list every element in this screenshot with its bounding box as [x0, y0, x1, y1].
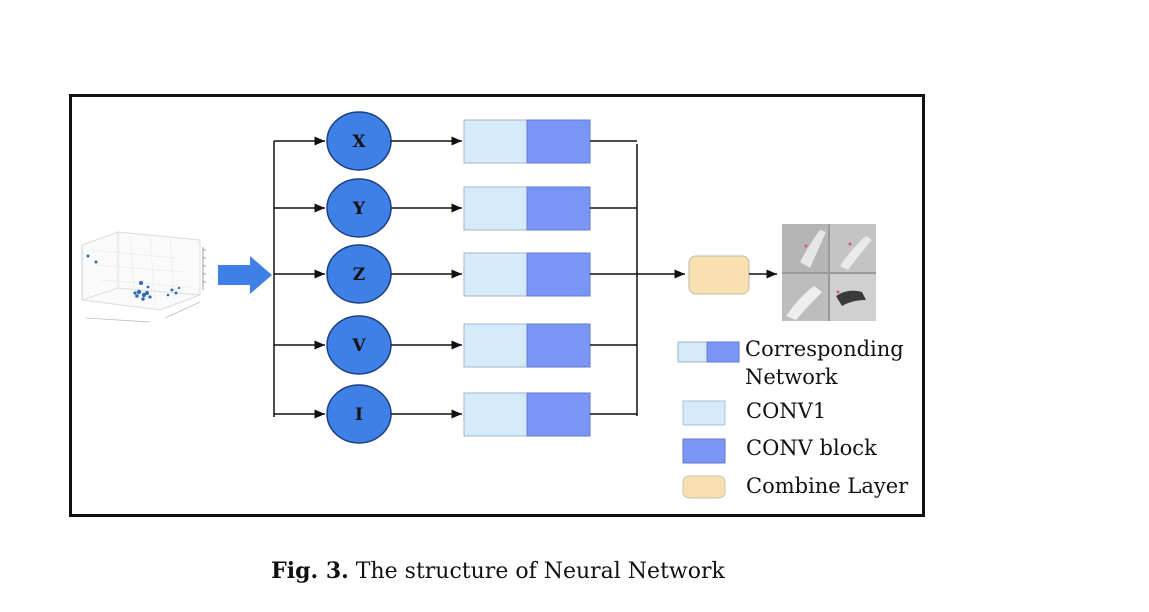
input-row-y: Y [274, 178, 637, 238]
legend-corresponding-network-label: Corresponding Network [745, 337, 904, 389]
conv1-block [463, 392, 528, 437]
legend-combine-layer-label: Combine Layer [746, 474, 909, 498]
input-node-label: I [355, 405, 363, 425]
figure-caption-text: The structure of Neural Network [355, 559, 725, 584]
input-node-label: Y [352, 199, 366, 219]
legend-combine-layer-swatch [682, 475, 726, 499]
legend-conv-block-label: CONV block [746, 436, 877, 460]
conv1-block [463, 119, 528, 164]
input-arrow [218, 256, 272, 294]
input-row-x: X [274, 111, 637, 171]
figure-caption-label: Fig. 3. [271, 558, 349, 584]
3d-scatter-plot-icon [81, 231, 206, 323]
legend-conv1-swatch [682, 400, 726, 426]
combine-layer-block [688, 255, 750, 295]
conv-block [526, 252, 591, 297]
input-row-v: V [274, 315, 637, 375]
conv1-block [463, 323, 528, 368]
conv-block [526, 186, 591, 231]
input-row-i: I [274, 384, 637, 444]
conv-block [526, 392, 591, 437]
conv-block [526, 119, 591, 164]
input-node-label: X [352, 132, 366, 152]
figure-frame [69, 94, 925, 517]
legend-conv-block-swatch [682, 438, 726, 464]
input-node-label: V [351, 336, 366, 356]
legend-conv1-label: CONV1 [746, 399, 827, 423]
hand-gesture-photos-icon [782, 224, 876, 321]
input-node-label: Z [353, 265, 365, 285]
figure-caption: Fig. 3. The structure of Neural Network [0, 558, 996, 584]
conv1-block [463, 252, 528, 297]
conv-block [526, 323, 591, 368]
legend-corresponding-network-swatch [677, 341, 740, 363]
conv1-block [463, 186, 528, 231]
input-row-z: Z [274, 244, 637, 304]
